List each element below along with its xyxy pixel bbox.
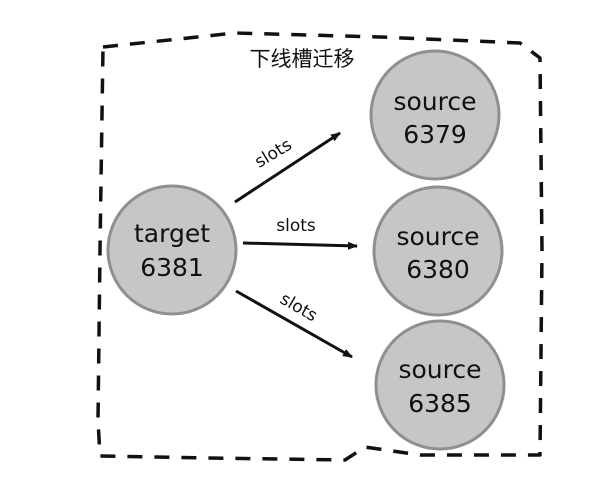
source-node-circle: [374, 319, 506, 451]
source-node-6385: source 6385: [374, 319, 506, 451]
target-node: target 6381: [106, 184, 238, 316]
source-node-6380: source 6380: [372, 185, 504, 317]
source-node-name: source: [393, 87, 476, 116]
source-node-circle: [372, 185, 504, 317]
arrow-to-6380: [242, 241, 358, 250]
edge-label-6380: slots: [276, 216, 316, 236]
source-node-name: source: [396, 222, 479, 251]
source-node-port: 6380: [406, 255, 470, 284]
edge-to-6385: slots: [235, 289, 353, 359]
target-node-name: target: [134, 219, 210, 248]
source-node-port: 6379: [403, 120, 467, 149]
edge-label-6385: slots: [276, 289, 320, 326]
arrow-to-6385: [235, 289, 353, 359]
source-node-port: 6385: [408, 389, 472, 418]
target-node-circle: [106, 184, 238, 316]
group-title: 下线槽迁移: [250, 47, 355, 71]
source-node-6379: source 6379: [369, 49, 501, 181]
edge-to-6380: slots: [242, 216, 358, 250]
target-node-port: 6381: [140, 253, 204, 282]
source-node-name: source: [398, 355, 481, 384]
arrow-to-6379: [234, 131, 341, 204]
edge-to-6379: slots: [234, 131, 341, 204]
source-node-circle: [369, 49, 501, 181]
group-boundary: [96, 31, 544, 462]
